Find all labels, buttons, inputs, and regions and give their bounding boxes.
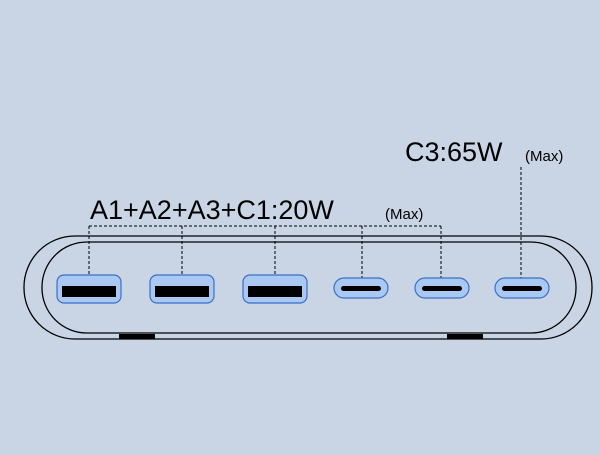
charger-foot-left	[119, 334, 155, 339]
port-c2	[414, 277, 470, 299]
port-c3	[494, 277, 550, 299]
port-a2	[149, 274, 215, 304]
c3-max-label: (Max)	[525, 148, 563, 165]
group-connector-lines	[88, 225, 442, 278]
charger-front-panel	[41, 241, 577, 334]
charger-outer-shell	[23, 235, 593, 340]
c3-power-label: C3:65W	[405, 137, 503, 167]
group-max-label: (Max)	[385, 206, 423, 223]
port-a3	[242, 274, 308, 304]
group-power-label: A1+A2+A3+C1:20W	[90, 195, 334, 225]
charger-foot-right	[447, 334, 483, 339]
port-a1	[56, 274, 122, 304]
port-c1	[333, 277, 389, 299]
